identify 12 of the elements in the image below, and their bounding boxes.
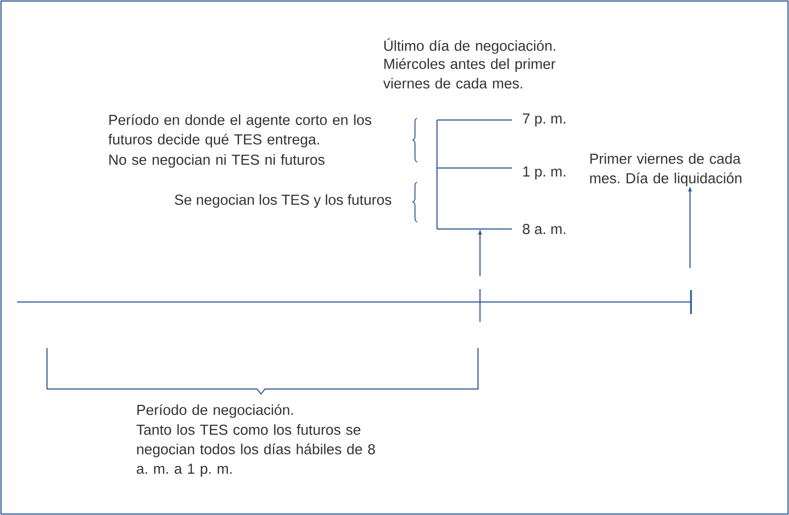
hour-scale [436, 120, 512, 230]
note-text: No se negocian ni TES ni futuros [109, 154, 324, 168]
note-text: Tanto los TES como los futuros se negocian todos los días hábiles de 8 a. m. a 1 p. m. [136, 424, 375, 477]
note-text: Se negocian los TES y los futuros [174, 194, 392, 208]
note-text: Miércoles antes del primer viernes de cada mes. [383, 58, 556, 89]
time-label: 7 p. m. [522, 114, 566, 126]
note-text: Último día de negociación. [384, 38, 556, 54]
time-label: 1 p. m. [523, 166, 566, 180]
caption-text: Primer viernes de cada mes. Día de liquidación [590, 153, 742, 186]
note-text: Período en donde el agente corto en los futuros decide qué TES entrega. [108, 114, 372, 148]
note-text: Período de negociación. [137, 404, 293, 418]
time-label: 8 a. m. [522, 224, 566, 234]
